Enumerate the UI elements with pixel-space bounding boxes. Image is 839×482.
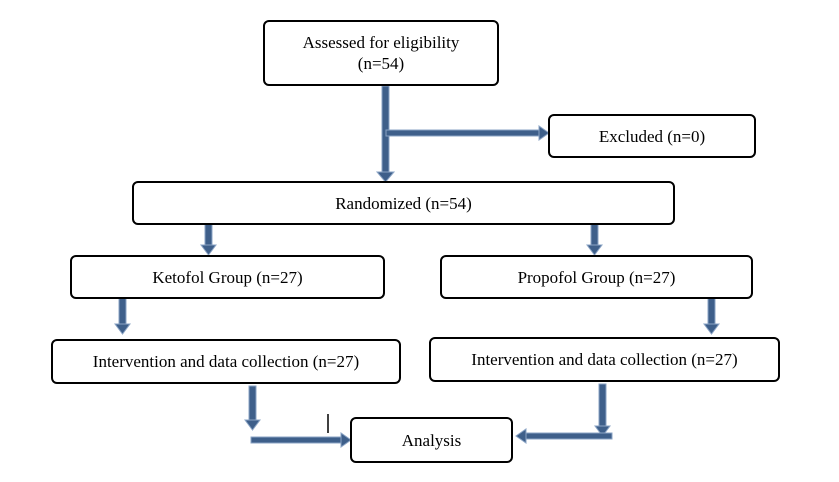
randomized-box: Randomized (n=54) [132, 181, 675, 225]
intervention-right-box: Intervention and data collection (n=27) [429, 337, 780, 382]
arrow-left-intervention-to-analysis [244, 385, 352, 448]
randomized-label: Randomized (n=54) [335, 193, 472, 213]
intervention-left-label: Intervention and data collection (n=27) [92, 352, 360, 371]
eligibility-count: (n=54) [357, 54, 405, 73]
eligibility-box: Assessed for eligibility (n=54) [263, 20, 499, 86]
arrow-to-excluded [385, 125, 550, 141]
eligibility-label: Assessed for eligibility [302, 33, 460, 52]
ketofol-label: Ketofol Group (n=27) [152, 267, 303, 287]
intervention-right-label: Intervention and data collection (n=27) [471, 350, 738, 369]
analysis-box: Analysis [350, 417, 513, 463]
propofol-box: Propofol Group (n=27) [440, 255, 753, 299]
analysis-label: Analysis [401, 430, 462, 450]
excluded-box: Excluded (n=0) [548, 114, 756, 158]
arrow-right-intervention-to-analysis [515, 383, 613, 444]
ketofol-box: Ketofol Group (n=27) [70, 255, 385, 299]
intervention-left-box: Intervention and data collection (n=27) [51, 339, 401, 384]
excluded-label: Excluded (n=0) [598, 126, 706, 146]
propofol-label: Propofol Group (n=27) [517, 267, 676, 287]
